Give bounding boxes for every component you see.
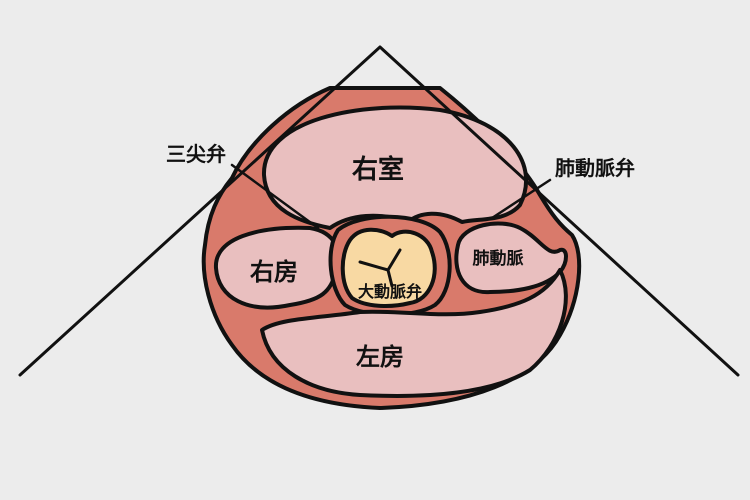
- label-left-atrium: 左房: [356, 343, 404, 371]
- pulmonic-leader-line: [490, 178, 552, 220]
- label-pulmonary-artery: 肺動脈: [473, 248, 524, 269]
- right-ventricle-chamber: [261, 105, 528, 230]
- pulmonary-artery-chamber: [454, 221, 568, 295]
- label-right-atrium: 右房: [250, 258, 298, 286]
- tricuspid-leader-line: [230, 163, 320, 230]
- label-aortic-valve: 大動脈弁: [358, 282, 422, 301]
- label-pulmonic-valve: 肺動脈弁: [555, 156, 635, 180]
- ultrasound-sector: [18, 45, 740, 377]
- left-atrium-chamber: [260, 268, 568, 398]
- label-tricuspid-valve: 三尖弁: [166, 142, 226, 166]
- aortic-valve-commissures: [358, 248, 402, 288]
- label-right-ventricle: 右室: [352, 154, 404, 185]
